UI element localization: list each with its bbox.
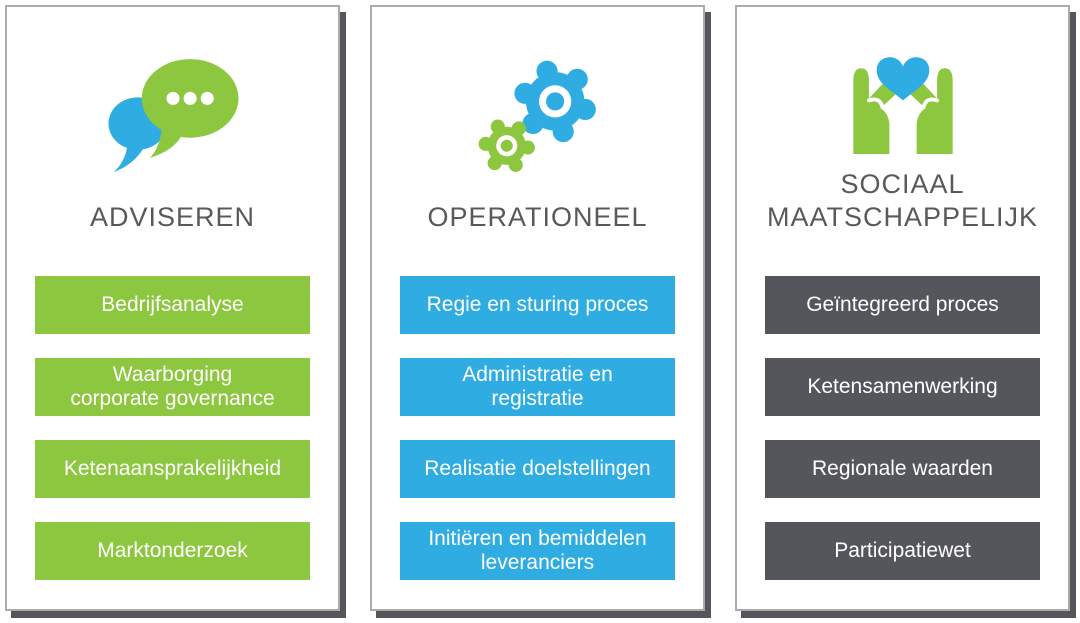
column-title: ADVISEREN <box>89 202 256 232</box>
item-button-participatiewet[interactable]: Participatiewet <box>765 522 1040 580</box>
button-list-adviseren: Bedrijfsanalyse Waarborging corporate go… <box>7 276 338 580</box>
hands-heart-icon <box>828 7 978 168</box>
item-button-bedrijfsanalyse[interactable]: Bedrijfsanalyse <box>35 276 310 334</box>
column-card-sociaal-maatschappelijk: SOCIAAL MAATSCHAPPELIJK Geïntegreerd pro… <box>735 5 1070 611</box>
column-title: OPERATIONEEL <box>427 202 648 232</box>
gears-icon <box>462 7 614 201</box>
column-title: SOCIAAL MAATSCHAPPELIJK <box>766 169 1039 232</box>
speech-bubbles-icon <box>97 7 249 201</box>
item-button-regionale-waarden[interactable]: Regionale waarden <box>765 440 1040 498</box>
button-list-sociaal: Geïntegreerd proces Ketensamenwerking Re… <box>737 276 1068 580</box>
item-button-realisatie-doelstellingen[interactable]: Realisatie doelstellingen <box>400 440 675 498</box>
card-header-operationeel: OPERATIONEEL <box>372 7 703 276</box>
button-list-operationeel: Regie en sturing proces Administratie en… <box>372 276 703 580</box>
item-button-waarborging-corporate-governance[interactable]: Waarborging corporate governance <box>35 358 310 416</box>
card-header-sociaal: SOCIAAL MAATSCHAPPELIJK <box>737 7 1068 276</box>
item-button-geintegreerd-proces[interactable]: Geïntegreerd proces <box>765 276 1040 334</box>
item-button-regie-en-sturing-proces[interactable]: Regie en sturing proces <box>400 276 675 334</box>
column-card-adviseren: ADVISEREN Bedrijfsanalyse Waarborging co… <box>5 5 340 611</box>
item-button-marktonderzoek[interactable]: Marktonderzoek <box>35 522 310 580</box>
item-button-ketenaansprakelijkheid[interactable]: Ketenaansprakelijkheid <box>35 440 310 498</box>
item-button-initieren-en-bemiddelen-leveranciers[interactable]: Initiëren en bemiddelen leveranciers <box>400 522 675 580</box>
column-card-operationeel: OPERATIONEEL Regie en sturing proces Adm… <box>370 5 705 611</box>
card-header-adviseren: ADVISEREN <box>7 7 338 276</box>
item-button-administratie-en-registratie[interactable]: Administratie en registratie <box>400 358 675 416</box>
item-button-ketensamenwerking[interactable]: Ketensamenwerking <box>765 358 1040 416</box>
